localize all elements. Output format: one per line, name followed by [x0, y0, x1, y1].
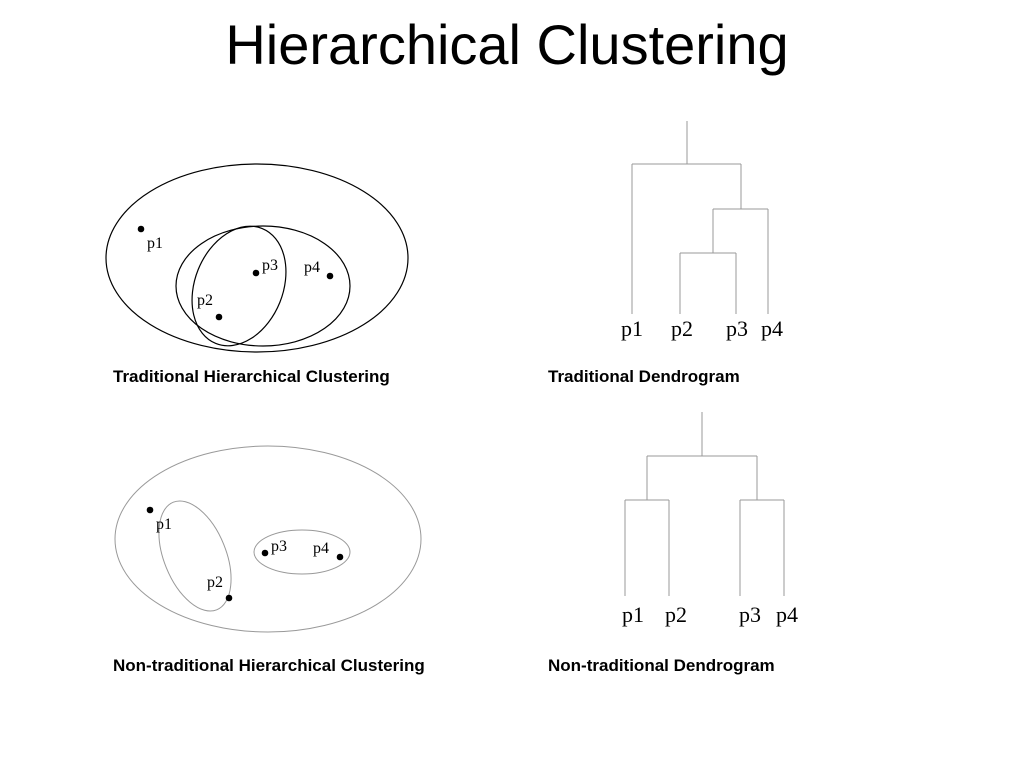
leaf-label-p2: p2 — [665, 602, 687, 627]
point-label-p2: p2 — [197, 292, 213, 309]
cluster-all-ellipse — [114, 445, 422, 633]
point-p2-dot — [215, 313, 223, 321]
cluster-all-ellipse — [105, 163, 409, 353]
point-label-p3: p3 — [262, 257, 278, 274]
cluster-p2-p3-ellipse — [191, 225, 287, 347]
cluster-p3-p4-ellipse — [253, 529, 351, 575]
point-label-p4: p4 — [313, 540, 329, 557]
page-title: Hierarchical Clustering — [225, 13, 789, 76]
leaf-label-p3: p3 — [739, 602, 761, 627]
point-p1-dot — [146, 506, 154, 514]
point-label-p1: p1 — [147, 235, 163, 252]
point-p2-dot — [225, 594, 233, 602]
leaf-label-p2: p2 — [671, 316, 693, 341]
cluster-p2-p3-p4-ellipse — [175, 225, 351, 347]
nontraditional-clustering-diagram: p1 p2 p3 p4 — [114, 445, 422, 633]
leaf-label-p3: p3 — [726, 316, 748, 341]
point-label-p1: p1 — [156, 516, 172, 533]
point-label-p3: p3 — [271, 538, 287, 555]
point-p4-dot — [336, 553, 344, 561]
point-p3-dot — [252, 269, 260, 277]
leaf-label-p1: p1 — [622, 602, 644, 627]
caption-traditional-clustering: Traditional Hierarchical Clustering — [113, 367, 390, 386]
caption-nontraditional-dendrogram: Non-traditional Dendrogram — [548, 656, 775, 675]
traditional-dendrogram — [631, 121, 769, 314]
caption-traditional-dendrogram: Traditional Dendrogram — [548, 367, 740, 386]
cluster-p1-p2-ellipse — [158, 500, 232, 612]
point-label-p2: p2 — [207, 574, 223, 591]
point-p3-dot — [261, 549, 269, 557]
traditional-clustering-diagram: p1 p2 p3 p4 — [105, 163, 409, 353]
nontraditional-dendrogram-leaves: p1 p2 p3 p4 — [622, 602, 798, 627]
nontraditional-dendrogram — [624, 412, 785, 596]
point-p1-dot — [137, 225, 145, 233]
traditional-dendrogram-leaves: p1 p2 p3 p4 — [621, 316, 783, 341]
caption-nontraditional-clustering: Non-traditional Hierarchical Clustering — [113, 656, 425, 675]
leaf-label-p4: p4 — [776, 602, 798, 627]
point-label-p4: p4 — [304, 259, 320, 276]
point-p4-dot — [326, 272, 334, 280]
leaf-label-p4: p4 — [761, 316, 783, 341]
leaf-label-p1: p1 — [621, 316, 643, 341]
